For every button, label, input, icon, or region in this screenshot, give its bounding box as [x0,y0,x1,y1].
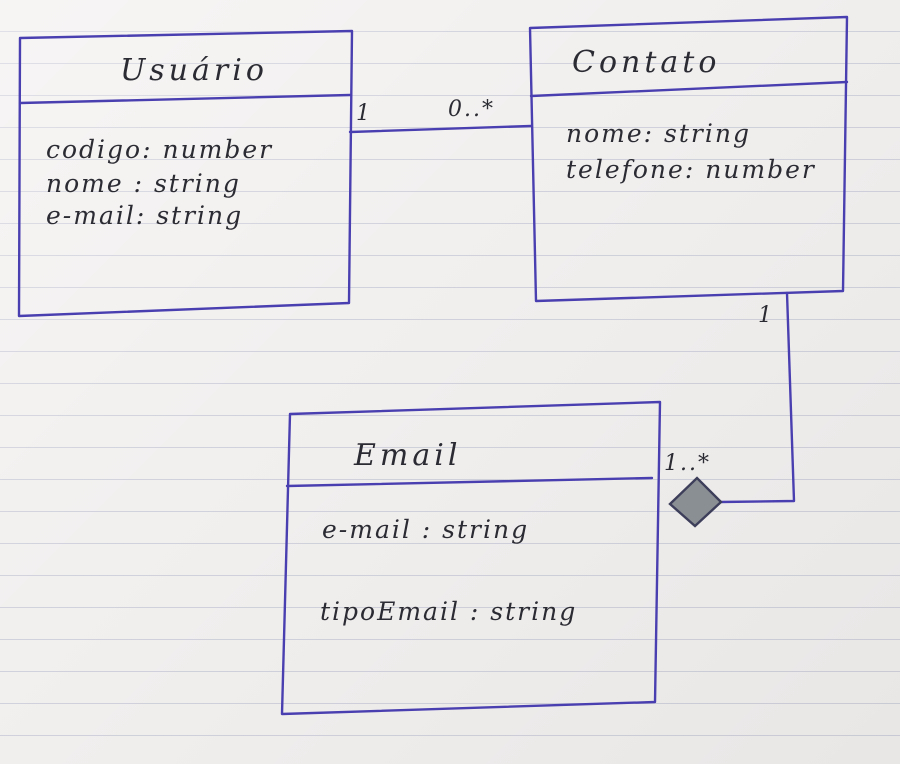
class-usuario-attr-email: e-mail: string [46,201,243,230]
class-email-attr-email: e-mail : string [322,515,529,544]
class-usuario-box [17,29,354,318]
class-email-divider [285,476,654,488]
association-usuario-contato-line [348,124,533,134]
association-contato-email-line [718,291,796,504]
multiplicity-email-end: 1..* [664,451,711,476]
class-usuario-attr-nome: nome : string [46,169,241,198]
class-usuario-divider [18,93,352,105]
class-contato-name: Contato [572,45,720,80]
class-contato: Contato nome: string telefone: number [528,15,849,303]
class-contato-attr-telefone: telefone: number [566,155,816,184]
multiplicity-usuario-side: 1 [356,101,372,126]
class-email: Email e-mail : string tipoEmail : string [280,400,662,716]
multiplicity-contato-side: 0..* [448,97,495,122]
multiplicity-contato-end: 1 [758,303,774,328]
class-email-box [280,400,662,716]
association-usuario-contato: 1 0..* [348,97,533,134]
class-contato-box [528,15,849,303]
class-contato-attr-nome: nome: string [566,119,751,148]
class-usuario-attr-codigo: codigo: number [46,135,273,164]
class-email-name: Email [353,438,461,473]
class-contato-divider [529,80,849,98]
class-usuario: Usuário codigo: number nome : string e-m… [17,29,354,318]
composition-diamond-icon [668,476,723,528]
association-contato-email: 1 1..* [664,291,796,528]
class-email-attr-tipo: tipoEmail : string [320,597,577,626]
class-usuario-name: Usuário [120,53,268,88]
